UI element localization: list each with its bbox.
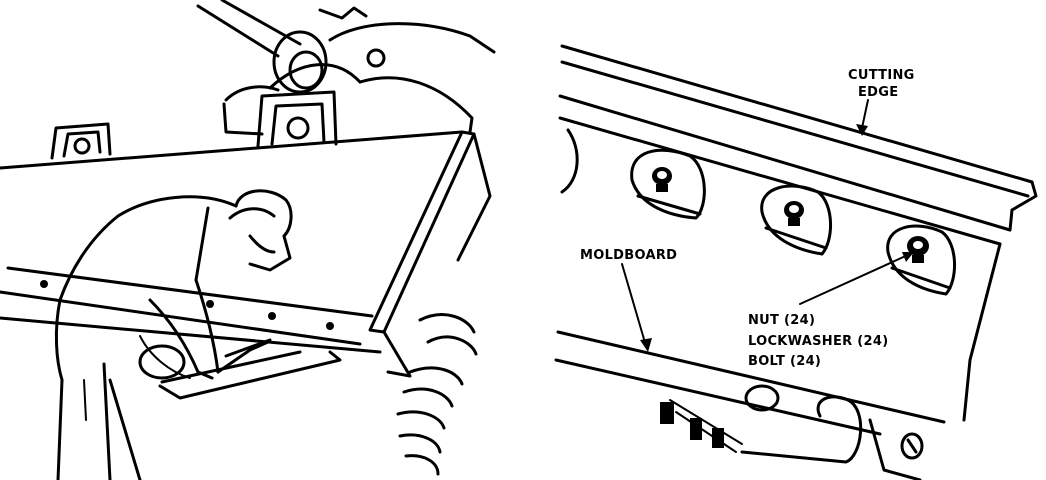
crawler-track bbox=[396, 313, 478, 476]
bolt-access-hole-1 bbox=[630, 148, 706, 220]
mechanic-figure bbox=[54, 189, 293, 480]
cutting-edge-flange bbox=[558, 44, 1038, 232]
leader-lines bbox=[621, 99, 914, 352]
dozer-blade bbox=[0, 130, 492, 378]
lower-bracket-and-chain bbox=[660, 384, 924, 480]
left-bracket bbox=[50, 122, 112, 160]
label-bolt: BOLT (24) bbox=[748, 354, 821, 369]
blade-mount-bracket bbox=[256, 90, 338, 148]
label-cutting-edge-line1: CUTTING bbox=[848, 68, 915, 83]
label-nut: NUT (24) bbox=[748, 313, 815, 328]
right-illustration-blade-detail: CUTTING EDGE MOLDBOARD NUT (24) LOCKWASH… bbox=[554, 44, 1038, 480]
tractor-frame bbox=[222, 6, 496, 136]
label-moldboard: MOLDBOARD bbox=[580, 248, 677, 263]
left-illustration-mechanic-removing-bolts bbox=[0, 0, 496, 480]
label-cutting-edge-line2: EDGE bbox=[858, 85, 898, 100]
moldboard-face bbox=[554, 116, 1002, 436]
bolt-access-hole-3 bbox=[886, 224, 957, 296]
hydraulic-cylinder bbox=[196, 0, 362, 94]
bolt-access-hole-2 bbox=[760, 184, 833, 256]
label-lockwasher: LOCKWASHER (24) bbox=[748, 334, 888, 349]
cutting-edge-lower bbox=[158, 350, 342, 400]
